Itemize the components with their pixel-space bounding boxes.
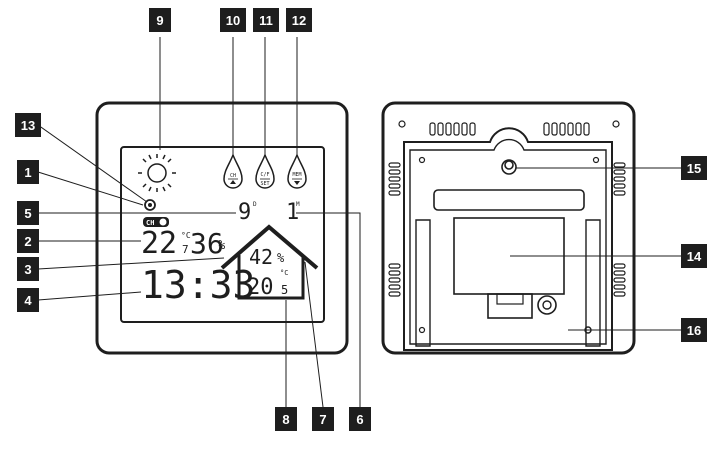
sun-icon — [138, 154, 176, 192]
indoor-humidity: 42 — [249, 245, 273, 269]
svg-text:CH: CH — [146, 219, 154, 227]
mem-unit: M — [296, 201, 300, 208]
up-arrow-icon — [230, 180, 236, 184]
callout-7: 7 — [312, 407, 334, 431]
svg-text:SET: SET — [260, 181, 269, 187]
mem-value: 1 — [286, 200, 299, 225]
callout-10: 10 — [220, 8, 246, 32]
time-display: 13:33 — [141, 263, 255, 307]
front-device — [95, 101, 349, 355]
cf-set-button[interactable]: C/F SET — [255, 152, 275, 189]
svg-text:C/F: C/F — [260, 172, 269, 178]
ch-button[interactable]: CH — [223, 152, 243, 189]
ch-button-label: CH — [230, 173, 236, 179]
channel-badge: CH — [143, 217, 169, 227]
callout-11: 11 — [253, 8, 279, 32]
leader-lines-front — [37, 37, 361, 408]
outdoor-humidity: 36 — [190, 227, 224, 260]
outdoor-temp-decimal: 7 — [182, 243, 189, 256]
outdoor-temp-main: 22 — [141, 226, 177, 261]
callout-3: 3 — [17, 257, 39, 281]
svg-text:MEM: MEM — [292, 172, 301, 178]
pressure-trend-value: 9 — [238, 200, 251, 225]
outdoor-temp-unit: °C — [181, 231, 191, 240]
mem-button[interactable]: MEM — [287, 152, 307, 189]
house-icon — [220, 224, 319, 300]
back-device — [381, 101, 636, 355]
indoor-temp-main: 20 — [247, 275, 274, 300]
callout-13: 13 — [15, 113, 41, 137]
callout-15: 15 — [681, 156, 707, 180]
indoor-temp-unit: °C — [280, 269, 288, 277]
callout-4: 4 — [17, 288, 39, 312]
callout-6: 6 — [349, 407, 371, 431]
outdoor-humidity-unit: % — [218, 238, 226, 252]
pressure-trend-unit: D — [253, 201, 257, 208]
leader-lines-back — [510, 167, 681, 331]
signal-icon — [144, 199, 156, 211]
callout-16: 16 — [681, 318, 707, 342]
callout-12: 12 — [286, 8, 312, 32]
callout-14: 14 — [681, 244, 707, 268]
down-arrow-icon — [294, 181, 300, 185]
callout-2: 2 — [17, 229, 39, 253]
callout-9: 9 — [149, 8, 171, 32]
indoor-temp-decimal: 5 — [281, 283, 288, 297]
lcd-screen — [120, 146, 325, 323]
callout-8: 8 — [275, 407, 297, 431]
callout-1: 1 — [17, 160, 39, 184]
hang-hole-icon — [501, 159, 517, 175]
indoor-humidity-unit: % — [277, 251, 285, 265]
callout-5: 5 — [17, 201, 39, 225]
